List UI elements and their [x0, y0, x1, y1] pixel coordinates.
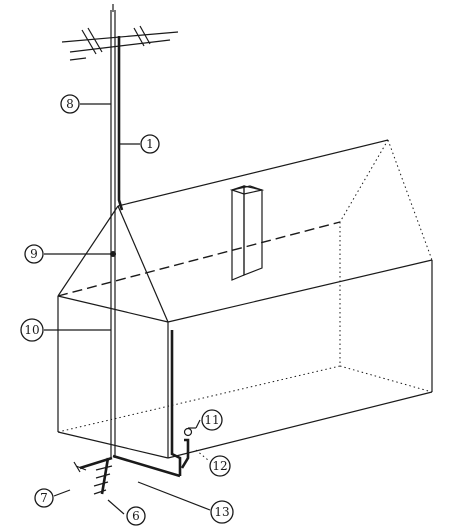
callout-10-label: 10	[24, 323, 39, 337]
mast-clamp	[110, 251, 116, 257]
ground-clamp	[73, 456, 113, 473]
house-roof	[57, 139, 433, 323]
callout-8: 8	[60, 94, 80, 114]
callout-10: 10	[20, 318, 44, 342]
leader-lines	[44, 103, 211, 515]
lead-in-wire	[117, 36, 124, 211]
callout-1: 1	[140, 134, 160, 154]
callout-1-label: 1	[146, 137, 154, 151]
callout-12-label: 12	[212, 459, 227, 473]
callout-8-label: 8	[66, 97, 74, 111]
house-hidden-edges	[57, 222, 433, 433]
callout-7-label: 7	[40, 491, 48, 505]
callout-9-label: 9	[30, 247, 38, 261]
house-front-gable	[57, 205, 169, 459]
callout-6: 6	[126, 506, 146, 526]
house-side-wall	[167, 260, 433, 459]
callout-13-label: 13	[214, 505, 229, 519]
callout-9: 9	[24, 244, 44, 264]
chimney	[229, 185, 265, 281]
antenna-mast	[110, 4, 116, 458]
callout-11: 11	[201, 409, 223, 431]
callout-6-label: 6	[132, 509, 140, 523]
ground-rod	[93, 457, 113, 495]
callout-11-label: 11	[204, 413, 219, 427]
callout-12: 12	[209, 455, 231, 477]
callout-13: 13	[210, 500, 234, 524]
callout-7: 7	[34, 488, 54, 508]
grounding-conductors	[112, 330, 196, 478]
